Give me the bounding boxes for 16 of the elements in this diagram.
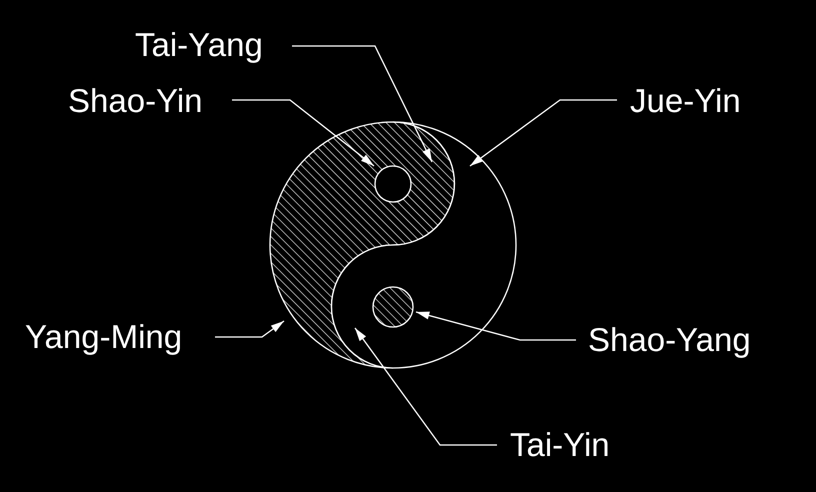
hole-circle [374,165,412,203]
meridian-label: Shao-Yin [68,82,203,120]
meridian-label: Tai-Yin [510,426,610,464]
hatched-half [270,121,456,369]
meridian-label: Jue-Yin [630,82,741,120]
meridian-label: Tai-Yang [135,26,263,64]
plain-half [330,121,516,369]
leader-line [470,99,617,167]
leader-line [416,311,576,341]
meridian-label: Shao-Yang [588,321,751,359]
meridian-label: Yang-Ming [25,318,182,356]
leader-line [292,45,433,162]
leader-line [215,320,284,338]
leader-line [354,328,497,446]
leader-line [232,99,374,167]
hatched-dot [372,286,414,328]
